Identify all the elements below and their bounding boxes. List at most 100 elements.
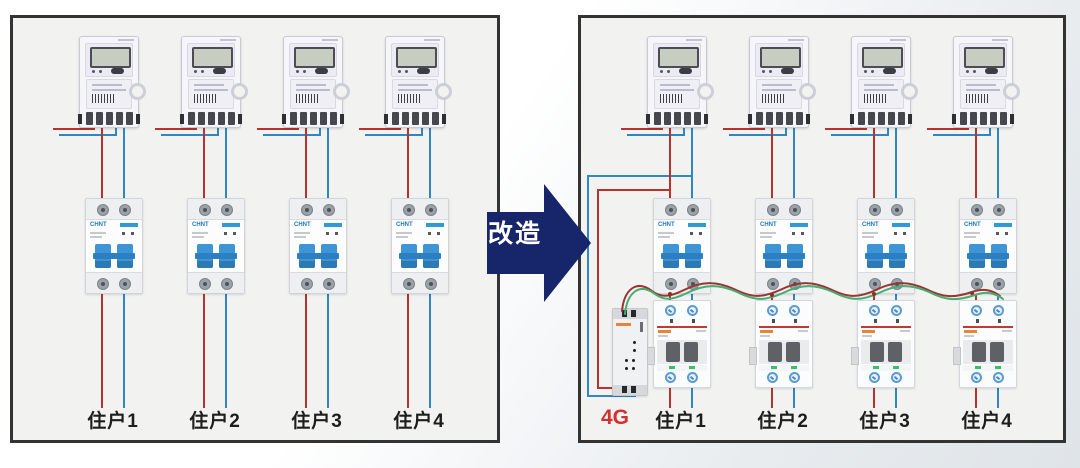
led-indicator	[633, 341, 636, 344]
panel-before-renovation: CHNT 住户1	[10, 15, 500, 443]
indicator-led	[973, 70, 976, 73]
meter-nameplate	[392, 79, 438, 109]
terminal-screw	[869, 372, 880, 383]
live-feed-wire	[723, 128, 765, 130]
meter-display-area	[755, 43, 803, 77]
meter-model-text	[992, 39, 1008, 41]
breaker-brand-logo: CHNT	[658, 222, 675, 228]
terminal-screw	[425, 204, 437, 216]
marking-dot	[692, 319, 695, 323]
terminal-hook	[442, 114, 446, 124]
spec-text-line	[396, 232, 412, 234]
terminal-screw	[97, 278, 109, 290]
neutral-wire-tap	[587, 395, 636, 397]
breaker-terminal-plate	[858, 272, 914, 293]
live-wire	[407, 118, 409, 198]
brand-mark	[862, 330, 875, 333]
live-wire-out	[873, 386, 875, 408]
din-rail-clip	[953, 347, 961, 365]
neutral-feed-wire	[161, 134, 219, 136]
terminal-screw	[301, 204, 313, 216]
breaker-terminal-plate	[392, 272, 448, 293]
live-wire-tap	[597, 189, 599, 389]
marking-dot	[1005, 232, 1008, 235]
toggle-recess	[657, 340, 707, 364]
toggle-recess	[759, 340, 809, 364]
barcode	[92, 94, 116, 103]
indicator-led	[194, 70, 197, 73]
live-wire-out	[203, 292, 205, 408]
terminal-screw	[891, 204, 903, 216]
terminal-screw	[687, 372, 698, 383]
breaker-toggle	[870, 342, 884, 362]
barcode	[398, 94, 422, 103]
breaker-terminal-plate	[188, 272, 244, 293]
live-wire-tap	[597, 189, 671, 191]
terminal-screw	[687, 204, 699, 216]
toggle-tie-bar	[967, 253, 1009, 259]
spec-text-line	[90, 232, 106, 234]
live-wire	[669, 118, 671, 198]
lcd-screen	[294, 47, 335, 68]
energy-meter	[646, 36, 714, 128]
energy-meter	[180, 36, 248, 128]
marking-dot	[326, 232, 329, 235]
neutral-feed-wire	[729, 134, 787, 136]
energy-meter	[384, 36, 452, 128]
live-wire-out	[305, 292, 307, 408]
spec-text-line	[396, 236, 408, 238]
energy-meter	[748, 36, 816, 128]
neutral-wire-out	[691, 386, 693, 408]
barcode	[762, 94, 786, 103]
spec-text-line	[90, 236, 102, 238]
terminal-block	[185, 112, 237, 125]
meter-display-area	[391, 43, 439, 77]
meter-nameplate	[290, 79, 336, 109]
resident-circuit: CHNT 住户2	[155, 18, 275, 440]
neutral-feed-stub	[887, 122, 889, 134]
barcode	[296, 94, 320, 103]
energy-meter	[78, 36, 146, 128]
breaker-toggle	[990, 342, 1004, 362]
terminal-screw	[971, 278, 983, 290]
terminal-hook	[908, 114, 912, 124]
toggle-tie-bar	[661, 253, 703, 259]
mcb-circuit-breaker: CHNT	[289, 198, 347, 294]
nameplate-text-line	[660, 89, 694, 91]
resident-label: 住户2	[189, 411, 241, 432]
nameplate-text-line	[92, 84, 122, 86]
spec-text-line	[862, 335, 872, 337]
neutral-wire	[895, 122, 897, 198]
barcode	[194, 94, 218, 103]
breaker-terminal-plate	[756, 199, 812, 220]
breaker-brand-logo: CHNT	[760, 222, 777, 228]
mcb-circuit-breaker: CHNT	[755, 198, 813, 294]
indicator-led	[92, 70, 95, 73]
meter-nameplate	[858, 79, 904, 109]
gateway-4g-module	[612, 308, 648, 396]
nameplate-text-line	[762, 84, 792, 86]
nameplate-text-line	[864, 89, 898, 91]
resident-label: 住户2	[757, 411, 809, 432]
spec-text-line	[760, 335, 770, 337]
terminal-screw	[869, 305, 880, 316]
breaker-terminal-plate	[756, 272, 812, 293]
brand-mark	[964, 330, 977, 333]
resident-circuit: CHNT 住户3	[257, 18, 377, 440]
resident-label: 住户4	[961, 411, 1013, 432]
led-indicator	[625, 367, 628, 370]
panel-after-renovation: 4G	[578, 15, 1066, 443]
terminal-screw	[323, 204, 335, 216]
indicator-led	[296, 70, 299, 73]
resident-circuit: CHNT	[825, 18, 945, 440]
meter-model-text	[424, 39, 440, 41]
neutral-feed-stub	[319, 122, 321, 134]
mcb-circuit-breaker: CHNT	[85, 198, 143, 294]
terminal-screw	[301, 278, 313, 290]
ir-port	[985, 68, 998, 74]
led-indicator	[669, 366, 675, 369]
live-feed-wire	[155, 128, 197, 130]
live-wire	[101, 118, 103, 198]
terminal-screw	[767, 305, 778, 316]
terminal	[622, 386, 627, 393]
